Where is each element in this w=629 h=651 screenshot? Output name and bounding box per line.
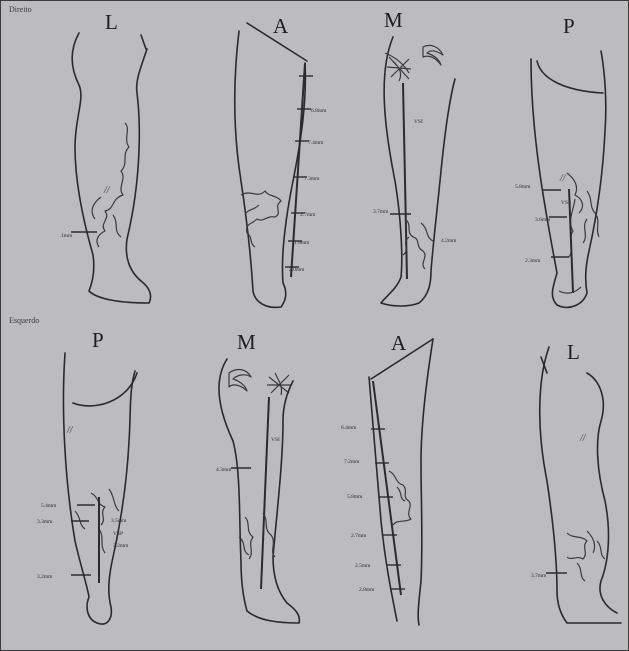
leg-top-lateral: L // 1mm	[61, 10, 151, 303]
measurement-label: 4.2mm	[441, 238, 457, 244]
measurement-label: 3.3mm	[37, 519, 53, 525]
vein-label: VSS	[561, 200, 571, 206]
vein-mark: //	[66, 425, 74, 436]
measurement-label: 6.8mm	[311, 108, 327, 114]
measurement-label: 5.8mm	[347, 494, 363, 500]
vein-label: VSI	[414, 119, 423, 125]
measurement-label: 3.7mm	[373, 209, 389, 215]
measurement-label: 3.2mm	[37, 574, 53, 580]
view-label: A	[273, 14, 289, 38]
measurement-label: 7.4mm	[308, 140, 324, 146]
view-label: M	[384, 8, 404, 32]
measurement-label: 3.2mm	[113, 543, 129, 549]
vein-label: VSI	[271, 437, 280, 443]
vein-mark: //	[103, 185, 111, 196]
view-label: M	[237, 330, 257, 354]
leg-bottom-medial: M VSI 4.3mm	[216, 330, 299, 623]
leg-top-posterior: P // 5.8mm VSS 3.6mm 2.3mm	[515, 14, 606, 307]
measurement-label: 2.3mm	[525, 258, 541, 264]
view-label: L	[105, 10, 119, 34]
measurement-label: 3.5mm	[111, 518, 127, 524]
measurement-label: 4.3mm	[216, 467, 232, 473]
measurement-label: 7.2mm	[344, 459, 360, 465]
vein-line	[261, 397, 269, 589]
measurement-label: 1mm	[61, 233, 73, 239]
measurement-label: 2.5mm	[355, 563, 371, 569]
measurement-label: 5.4mm	[41, 503, 57, 509]
leg-bottom-anterior: A 6.4mm 7.2mm 5.8mm 2.7mm 2.5mm 2.8mm	[341, 331, 433, 625]
measurement-label: 6.4mm	[341, 425, 357, 431]
measurement-label: 3.6mm	[535, 217, 551, 223]
view-label: L	[567, 340, 581, 364]
leg-bottom-lateral: L // 3.7mm	[531, 340, 621, 623]
view-label: P	[92, 328, 105, 352]
measurement-label: 2.7mm	[351, 533, 367, 539]
side-label-bottom: Esquerdo	[9, 316, 39, 325]
measurement-label: 1.8mm	[294, 240, 310, 246]
leg-top-anterior: A 6.8mm 7.4mm 7.3mm 2.7mm 1.8mm 2.0mm	[235, 14, 327, 307]
measurement-label: 7.3mm	[304, 176, 320, 182]
measurement-label: 2.8mm	[359, 587, 375, 593]
vein-label: VSP	[113, 531, 123, 537]
vein-mark: //	[579, 433, 587, 444]
measurement-label: 5.8mm	[515, 184, 531, 190]
view-label: P	[563, 14, 576, 38]
leg-bottom-posterior: P // 5.4mm 3.3mm 3.5mm VSP 3.2mm 3.2mm	[37, 328, 137, 624]
measurement-label: 2.0mm	[289, 267, 305, 273]
vein-mark: //	[559, 173, 567, 184]
leg-top-medial: M VSI 3.7mm 4.2mm	[373, 8, 457, 306]
side-label-top: Direito	[9, 5, 32, 14]
measurement-label: 2.7mm	[300, 212, 316, 218]
view-label: A	[391, 331, 407, 355]
measurement-label: 3.7mm	[531, 573, 547, 579]
